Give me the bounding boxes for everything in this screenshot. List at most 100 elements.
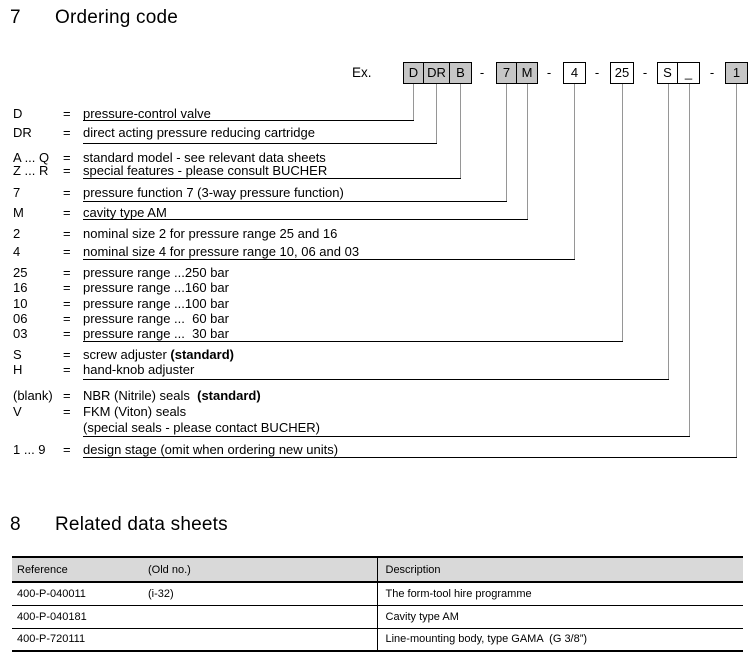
legend-code-label: A ... Q	[13, 150, 50, 165]
section-8-title: Related data sheets	[55, 514, 228, 535]
legend-equals-sign: =	[63, 280, 71, 295]
legend-description: special features - please consult BUCHER	[83, 163, 328, 178]
legend-row: 25=pressure range ...250 bar	[0, 265, 755, 280]
legend-code-label: 06	[13, 311, 28, 326]
legend-row: DR=direct acting pressure reducing cartr…	[0, 125, 755, 140]
legend-row: 2 = nominal size 2 for pressure range 25 a…	[0, 226, 755, 241]
legend-description: nominal size 2 for pressure range 25 and…	[83, 226, 338, 241]
table-header-cell: (Old no.)	[143, 556, 377, 583]
legend-equals-sign: =	[63, 125, 71, 140]
section-8-number: 8	[10, 514, 21, 535]
legend-row: 7 = pressure function 7 (3-way pressure fu…	[0, 185, 755, 200]
ordering-code-box: DR	[423, 62, 450, 84]
table-cell: 400-P-040181	[12, 605, 143, 629]
table-row: 400-P-720111 Line-mounting body, type GAM…	[12, 628, 743, 652]
legend-description: NBR (Nitrile) seals (standard)	[83, 388, 261, 403]
code-separator-dash: -	[546, 65, 552, 80]
legend-row: A ... Q = standard model - see relevant da…	[0, 150, 755, 165]
table-cell: The form-tool hire programme	[376, 582, 743, 606]
table-cell: 400-P-720111	[12, 628, 143, 652]
connector-vertical-line	[527, 84, 528, 220]
legend-description-bold: (standard)	[197, 388, 261, 403]
ordering-code-box: M	[516, 62, 538, 84]
legend-description: (special seals - please contact BUCHER)	[83, 420, 320, 435]
legend-equals-sign: =	[63, 265, 71, 280]
section-7-number: 7	[10, 7, 21, 28]
ordering-code-box: S	[657, 62, 678, 84]
legend-code-label: D	[13, 106, 23, 121]
legend-row: D=pressure-control valve	[0, 106, 755, 121]
legend-description-bold: (standard)	[170, 347, 234, 362]
legend-equals-sign: =	[63, 311, 71, 326]
ordering-code-box: D	[403, 62, 424, 84]
connector-vertical-line	[622, 84, 623, 342]
ordering-code-box: 4	[563, 62, 586, 84]
legend-description: nominal size 4 for pressure range 10, 06…	[83, 244, 360, 259]
legend-description: pressure range ... 30 bar	[83, 326, 229, 341]
legend-description: pressure range ...250 bar	[83, 265, 229, 280]
legend-row: 03 = pressure range ... 30 bar	[0, 326, 755, 341]
legend-underline	[83, 259, 575, 260]
legend-code-label: M	[13, 205, 24, 220]
legend-description: pressure range ... 60 bar	[83, 311, 229, 326]
legend-description: cavity type AM	[83, 205, 167, 220]
table-cell: (i-32)	[143, 582, 377, 606]
section-7-title: Ordering code	[55, 7, 179, 28]
legend-code-label: 7	[13, 185, 21, 200]
legend-underline	[83, 201, 507, 202]
connector-vertical-line	[574, 84, 575, 260]
legend-code-label: 2	[13, 226, 21, 241]
table-cell	[143, 628, 377, 652]
legend-equals-sign: =	[63, 150, 71, 165]
example-label: Ex.	[352, 65, 372, 80]
legend-equals-sign: =	[63, 404, 71, 419]
table-cell	[143, 605, 377, 629]
legend-row: M=cavity type AM	[0, 205, 755, 220]
legend-equals-sign: =	[63, 244, 71, 259]
legend-equals-sign: =	[63, 296, 71, 311]
connector-vertical-line	[736, 84, 737, 458]
legend-row: 16=pressure range ...160 bar	[0, 280, 755, 295]
legend-equals-sign: =	[63, 362, 71, 377]
ordering-code-box: 25	[610, 62, 634, 84]
legend-row: 4=nominal size 4 for pressure range 10, …	[0, 244, 755, 259]
code-separator-dash: -	[479, 65, 485, 80]
table-cell: 400-P-040011	[12, 582, 143, 606]
legend-code-label: S	[13, 347, 22, 362]
code-separator-dash: -	[709, 65, 715, 80]
connector-vertical-line	[689, 84, 690, 437]
legend-row: H = hand-knob adjuster	[0, 362, 755, 377]
legend-code-label: 03	[13, 326, 28, 341]
legend-code-label: (blank)	[13, 388, 53, 403]
legend-equals-sign: =	[63, 226, 71, 241]
legend-description: standard model - see relevant data sheet…	[83, 150, 326, 165]
legend-underline	[83, 341, 623, 342]
legend-description: design stage (omit when ordering new uni…	[83, 442, 339, 457]
legend-equals-sign: =	[63, 163, 71, 178]
legend-equals-sign: =	[63, 326, 71, 341]
legend-equals-sign: =	[63, 442, 71, 457]
legend-row: S=screw adjuster (standard)	[0, 347, 755, 362]
legend-equals-sign: =	[63, 388, 71, 403]
legend-code-label: Z ... R	[13, 163, 49, 178]
legend-underline	[83, 178, 461, 179]
legend-equals-sign: =	[63, 185, 71, 200]
legend-code-label: 16	[13, 280, 28, 295]
legend-description: pressure range ...100 bar	[83, 296, 229, 311]
legend-row: (blank) = NBR (Nitrile) seals (standard)	[0, 388, 755, 403]
table-header-row: Reference(Old no.)Description	[12, 556, 743, 583]
legend-description: pressure function 7 (3-way pressure func…	[83, 185, 344, 200]
legend-description: hand-knob adjuster	[83, 362, 195, 377]
code-separator-dash: -	[594, 65, 600, 80]
connector-vertical-line	[436, 84, 437, 144]
legend-code-label: H	[13, 362, 23, 377]
legend-description: direct acting pressure reducing cartridg…	[83, 125, 315, 140]
ordering-code-box: _	[677, 62, 700, 84]
ordering-code-box: 7	[496, 62, 517, 84]
table-header-cell: Description	[376, 556, 743, 583]
table-cell: Line-mounting body, type GAMA (G 3/8”)	[376, 628, 743, 652]
legend-row: 06 = pressure range ... 60 bar	[0, 311, 755, 326]
connector-vertical-line	[413, 84, 414, 121]
